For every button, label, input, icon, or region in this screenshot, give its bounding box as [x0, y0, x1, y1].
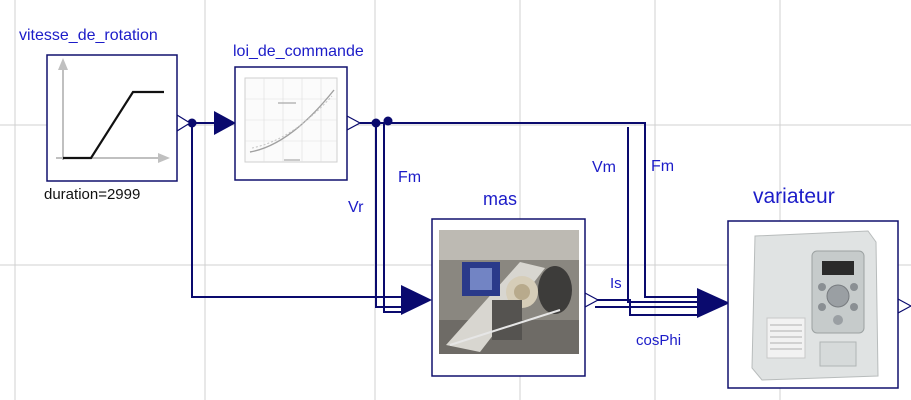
drive-name-label: variateur — [753, 185, 835, 208]
signal-label-vm: Vm — [592, 159, 616, 176]
signal-label-cosphi: cosPhi — [636, 332, 681, 349]
signal-label-fm-drive: Fm — [651, 158, 674, 175]
junction-dot — [187, 118, 197, 128]
signal-label-vr: Vr — [348, 199, 364, 216]
ramp-output-arrow — [176, 113, 192, 133]
wire-fm-drive[interactable] — [390, 122, 697, 298]
motor-output-arrow — [584, 291, 600, 309]
block-drive[interactable] — [727, 220, 899, 389]
junction-dots — [187, 116, 393, 128]
curve-plot-icon — [244, 77, 338, 163]
wire-vm[interactable] — [627, 127, 697, 303]
drive-input-arrow — [697, 288, 730, 318]
connection-wires — [190, 122, 697, 316]
ramp-duration-parameter: duration=2999 — [44, 186, 140, 203]
wire-ramp-to-motor[interactable] — [191, 123, 403, 298]
ramp-icon — [56, 58, 170, 163]
ramp-name-label: vitesse_de_rotation — [19, 27, 158, 44]
law-input-arrow — [214, 111, 236, 135]
control-law-name-label: loi_de_commande — [233, 43, 364, 60]
block-motor[interactable] — [431, 218, 586, 377]
wire-cosphi[interactable] — [595, 306, 697, 316]
wire-fm-motor[interactable] — [383, 123, 403, 313]
junction-dot — [383, 116, 393, 126]
motor-input-arrow — [401, 285, 432, 315]
motor-photo-icon — [439, 230, 579, 354]
signal-label-fm-motor: Fm — [398, 169, 421, 186]
signal-label-is: Is — [610, 275, 622, 292]
wire-is[interactable] — [595, 299, 697, 308]
variable-speed-drive-photo-icon — [751, 230, 879, 381]
block-ramp[interactable] — [46, 54, 178, 182]
motor-name-label: mas — [483, 189, 517, 209]
block-control-law[interactable] — [234, 66, 348, 181]
wire-vr[interactable] — [375, 123, 403, 308]
drive-output-arrow — [897, 297, 911, 315]
law-output-arrow — [346, 114, 362, 132]
input-arrows — [214, 111, 730, 318]
junction-dot — [371, 118, 381, 128]
